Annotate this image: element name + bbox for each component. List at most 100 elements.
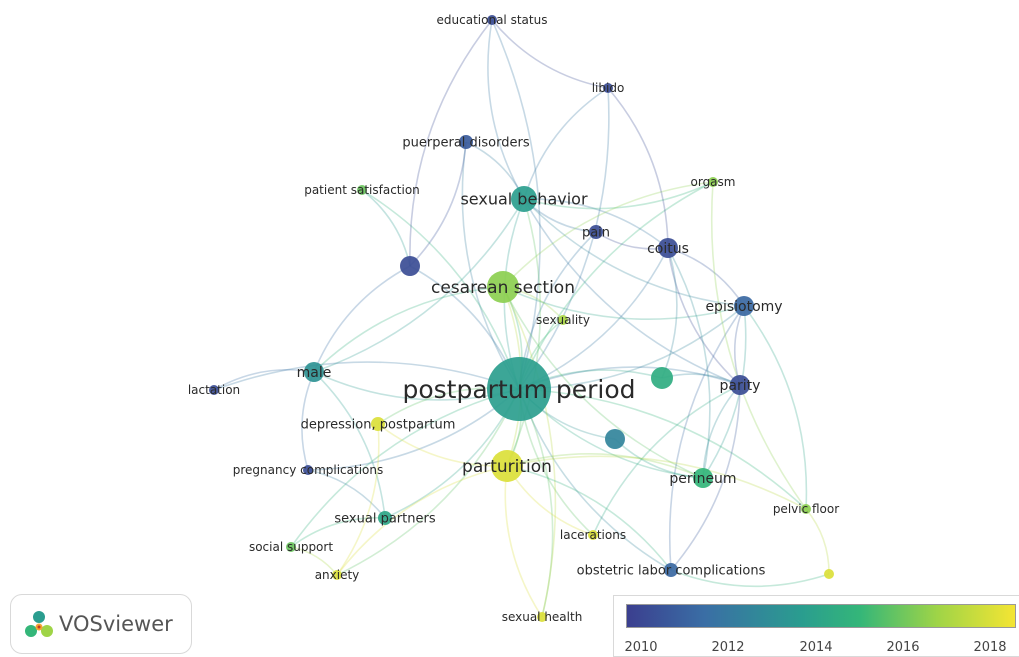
label-parturition[interactable]: parturition [462,457,552,477]
link-coitus-episiotomy [667,247,745,307]
label-lacerations[interactable]: lacerations [560,528,626,542]
link-pregnancy-complications-sexual-partners [307,469,386,519]
label-puerperal-disorders[interactable]: puerperal disorders [402,136,529,151]
link-postpartum-period-puerperal-disorders [461,141,520,390]
node-postpartum-period[interactable] [487,357,551,421]
label-orgasm[interactable]: orgasm [691,175,736,189]
links-layer [213,19,830,618]
link-parturition-anxiety [336,465,508,576]
link-male-unlabeled-left [313,265,411,373]
label-perineum[interactable]: perineum [669,471,736,487]
node-lactation[interactable] [209,385,219,395]
labels-layer: educational status libido puerperal disord… [188,13,839,624]
label-educational-status[interactable]: educational status [437,13,548,27]
node-sexual-partners[interactable] [378,511,392,525]
label-sexual-behavior[interactable]: sexual behavior [460,190,587,209]
link-cesarean-section-male [313,286,504,373]
link-postpartum-period-anxiety [336,388,520,576]
link-parity-perineum [702,384,741,479]
node-unlabeled-bottom-right[interactable] [824,569,834,579]
node-episiotomy[interactable] [734,296,754,316]
link-sexual-behavior-coitus [523,198,669,249]
link-parity-obstetric-labor-complications [670,384,741,571]
link-male-lactation [213,368,315,391]
node-male[interactable] [304,362,324,382]
node-sexual-health[interactable] [537,612,547,622]
label-episiotomy[interactable]: episiotomy [705,299,782,315]
link-parturition-sexual-health [504,465,543,618]
label-pelvic-floor[interactable]: pelvic floor [773,502,839,516]
nodes-layer [209,15,834,622]
node-unlabeled-center[interactable] [605,429,625,449]
node-libido[interactable] [603,83,613,93]
link-unlabeled-left-patient-satisfaction [361,189,411,267]
node-anxiety[interactable] [332,570,342,580]
label-sexuality[interactable]: sexuality [536,313,590,327]
label-cesarean-section[interactable]: cesarean section [431,278,575,298]
label-coitus[interactable]: coitus [647,241,689,257]
label-male[interactable]: male [297,365,332,381]
node-orgasm[interactable] [708,177,718,187]
label-postpartum-period[interactable]: postpartum period [402,375,635,404]
link-parturition-obstetric-labor-complications [506,465,672,571]
node-sexual-behavior[interactable] [511,186,537,212]
link-cesarean-section-orgasm [502,181,714,288]
link-postpartum-period-social-support [290,388,520,548]
node-patient-satisfaction[interactable] [357,185,367,195]
node-social-support[interactable] [286,542,296,552]
label-pain[interactable]: pain [582,226,610,241]
node-pain[interactable] [589,225,603,239]
legend-tick-2010: 2010 [624,640,658,655]
label-depression-postpartum[interactable]: depression, postpartum [301,418,456,433]
label-parity[interactable]: parity [720,378,761,394]
link-sexual-behavior-parturition [506,198,542,467]
legend-tick-2012: 2012 [711,640,745,655]
label-libido[interactable]: libido [592,81,625,95]
link-obstetric-labor-complications-unlabeled-bottom-right [670,569,830,588]
label-anxiety[interactable]: anxiety [315,568,360,582]
vosviewer-logo-text: VOSviewer [59,612,173,636]
link-sexual-behavior-libido [523,87,609,200]
link-postpartum-period-orgasm [518,181,714,390]
link-postpartum-period-libido [518,87,610,390]
link-unlabeled-right-coitus [661,247,678,379]
node-sexuality[interactable] [558,315,568,325]
node-parity[interactable] [730,375,750,395]
link-episiotomy-pelvic-floor [743,305,808,510]
label-sexual-health[interactable]: sexual health [502,610,583,624]
link-sexual-behavior-educational-status [487,19,525,200]
link-postpartum-period-educational-status [491,19,541,390]
node-pregnancy-complications[interactable] [303,465,313,475]
node-unlabeled-right[interactable] [651,367,673,389]
node-coitus[interactable] [658,238,678,258]
node-lacerations[interactable] [588,530,598,540]
link-sexual-partners-social-support [290,517,386,548]
link-parity-lacerations [592,384,741,536]
label-social-support[interactable]: social support [249,540,333,554]
link-postpartum-period-pelvic-floor [518,388,807,510]
link-episiotomy-obstetric-labor-complications [668,305,745,571]
link-male-pregnancy-complications [301,371,315,471]
node-perineum[interactable] [693,468,713,488]
vosviewer-logo[interactable]: VOSviewer [10,594,192,654]
link-parturition-pelvic-floor [506,455,807,510]
label-obstetric-labor-complications[interactable]: obstetric labor complications [577,564,766,579]
link-cesarean-section-sexual-health [502,286,557,618]
node-educational-status[interactable] [487,15,497,25]
label-sexual-partners[interactable]: sexual partners [334,512,435,527]
link-episiotomy-perineum [702,305,747,479]
label-patient-satisfaction[interactable]: patient satisfaction [304,183,420,197]
link-cesarean-section-perineum [502,286,704,479]
node-obstetric-labor-complications[interactable] [664,563,678,577]
node-pelvic-floor[interactable] [801,504,811,514]
label-lactation[interactable]: lactation [188,383,240,397]
node-parturition[interactable] [491,450,523,482]
link-sexual-behavior-parity [523,198,741,386]
node-unlabeled-left[interactable] [400,256,420,276]
link-sexual-behavior-male [313,198,525,373]
node-cesarean-section[interactable] [487,271,519,303]
node-depression-postpartum[interactable] [371,417,385,431]
label-pregnancy-complications[interactable]: pregnancy complications [233,463,383,477]
node-puerperal-disorders[interactable] [459,135,473,149]
color-scale-bar [626,604,1016,628]
